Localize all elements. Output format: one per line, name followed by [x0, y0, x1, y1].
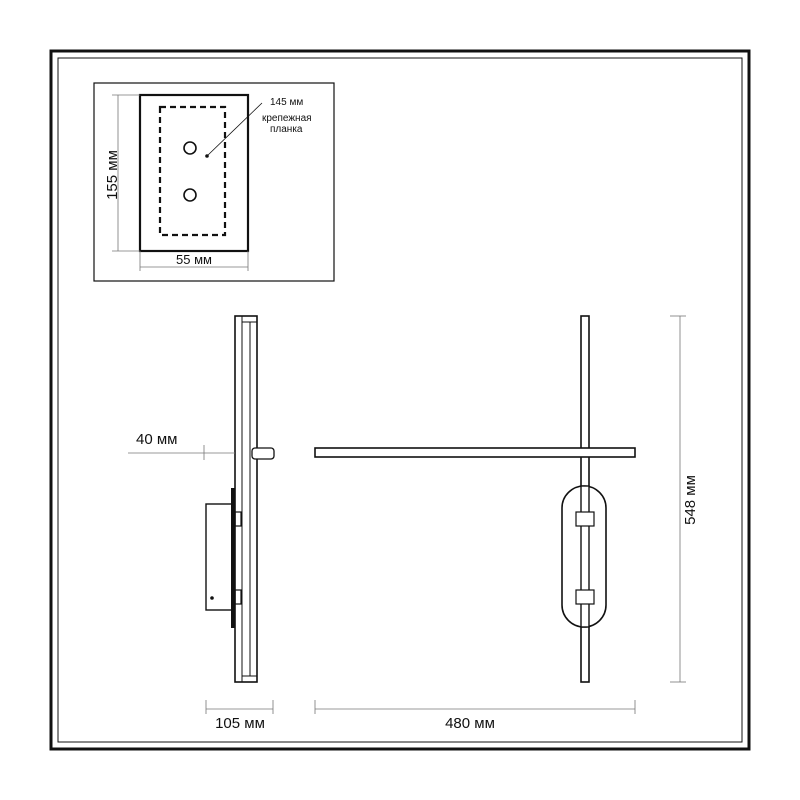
front-horizontal-arm	[314, 447, 636, 458]
mount-clip-bottom	[234, 589, 242, 605]
front-view: 480 мм 548 мм	[314, 315, 699, 732]
label-480: 480 мм	[445, 715, 495, 732]
oval-clip-bottom	[575, 589, 595, 605]
inner-frame	[57, 57, 743, 743]
wall-mount-box	[205, 503, 234, 611]
front-vertical-bar-over	[580, 485, 590, 628]
side-arm-knob	[251, 447, 275, 460]
outer-frame	[49, 49, 751, 751]
leader-line	[206, 102, 263, 157]
mount-hole-top	[183, 141, 197, 155]
label-plate-line1: крепежная	[262, 113, 312, 124]
label-548: 548 мм	[682, 475, 699, 525]
label-55: 55 мм	[176, 252, 212, 267]
wall-mount-plate	[231, 488, 235, 628]
label-plate-line2: планка	[270, 124, 303, 135]
side-view: 40 мм 105 мм	[128, 315, 275, 732]
side-bar-outer	[234, 315, 258, 683]
label-145: 145 мм	[270, 97, 303, 108]
mount-screw	[210, 596, 214, 600]
label-40: 40 мм	[136, 431, 177, 448]
label-155: 155 мм	[104, 150, 121, 200]
oval-clip-top	[575, 511, 595, 527]
inset-box	[93, 82, 335, 282]
inset-mounting-plate: 155 мм 55 мм 145 мм крепежная планка	[93, 82, 335, 282]
label-105: 105 мм	[215, 715, 265, 732]
plate-outline	[138, 93, 250, 253]
mount-clip-top	[234, 511, 242, 527]
plate-dashed-area	[158, 105, 227, 237]
mount-hole-bottom	[183, 188, 197, 202]
